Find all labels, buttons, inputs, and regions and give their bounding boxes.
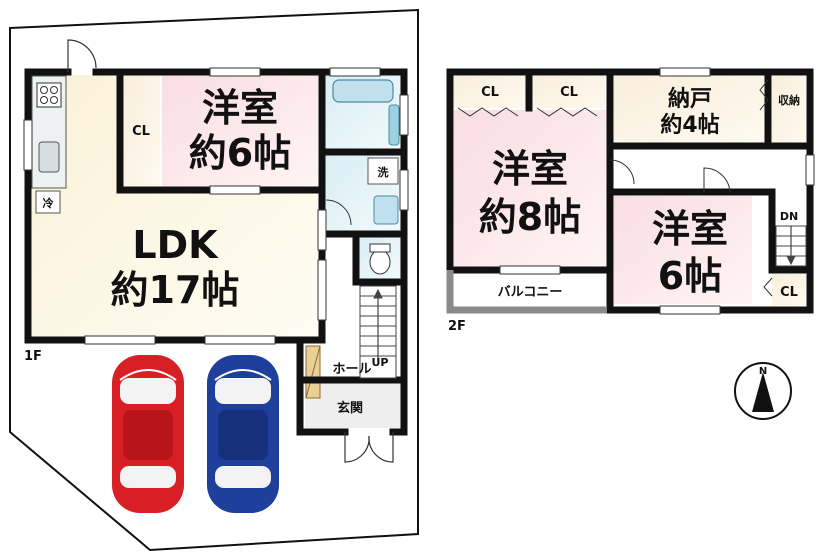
north-arrow-icon bbox=[752, 372, 774, 412]
storage-room bbox=[614, 76, 766, 142]
closet-2f-a-label: CL bbox=[481, 85, 499, 100]
fridge-label: 冷 bbox=[43, 196, 54, 210]
balcony-floor bbox=[450, 272, 606, 310]
entrance-label: 玄関 bbox=[337, 400, 363, 416]
floor2-label: 2F bbox=[448, 319, 466, 334]
western-room-1f bbox=[162, 75, 318, 187]
closet-2f-b bbox=[533, 76, 605, 108]
closet-1f bbox=[124, 75, 160, 187]
closet-1f-label: CL bbox=[132, 124, 150, 139]
ldk-name: LDK bbox=[132, 223, 219, 267]
room8-name: 洋室 bbox=[492, 147, 568, 191]
western-room-8 bbox=[454, 110, 607, 267]
stairs-down-label: DN bbox=[780, 210, 798, 223]
sink-icon bbox=[38, 141, 60, 173]
western-room-6-2f bbox=[614, 196, 752, 304]
balcony-label: バルコニー bbox=[498, 285, 563, 300]
closet-2f-c-label: CL bbox=[780, 285, 798, 300]
room8-size: 約8帖 bbox=[479, 195, 581, 239]
floor1-plan bbox=[23, 39, 409, 463]
stairs-up-label: UP bbox=[372, 356, 389, 369]
door-room6-icon bbox=[703, 167, 731, 193]
entrance-floor bbox=[305, 380, 402, 428]
labels: LDK 約17帖 洋室 約6帖 CL ホール 玄関 UP 洗 冷 1F 洋室 約… bbox=[24, 85, 800, 416]
walls-2f bbox=[446, 68, 814, 314]
door-room8-icon bbox=[609, 159, 635, 185]
car-blue bbox=[207, 355, 279, 513]
room6-name: 洋室 bbox=[652, 207, 728, 251]
fridge-icon bbox=[35, 190, 61, 214]
front-door-icon bbox=[344, 432, 394, 463]
balcony-rail bbox=[446, 270, 606, 314]
ldk-size: 約17帖 bbox=[111, 268, 240, 312]
north-label: N bbox=[759, 366, 767, 377]
car-red bbox=[112, 355, 184, 513]
storage-closet-label: 収納 bbox=[778, 93, 800, 107]
stove-icon bbox=[36, 82, 62, 108]
hall-label: ホール bbox=[332, 362, 371, 377]
windows-2f bbox=[499, 67, 815, 315]
closet-2f-a bbox=[454, 76, 526, 108]
storage-closet bbox=[772, 76, 806, 142]
bathtub-icon bbox=[332, 79, 394, 103]
back-door-icon bbox=[67, 39, 97, 72]
closet-2f-b-label: CL bbox=[560, 85, 578, 100]
storage-name: 納戸 bbox=[668, 86, 712, 112]
windows-1f bbox=[23, 67, 409, 345]
closet-doors-2f bbox=[457, 79, 773, 297]
floor1-label: 1F bbox=[24, 349, 42, 364]
closet-2f-c bbox=[772, 274, 806, 306]
stairs-2f bbox=[775, 225, 807, 267]
storage-size: 約4帖 bbox=[660, 112, 719, 138]
room1f-size: 約6帖 bbox=[189, 131, 291, 175]
north-compass: N bbox=[734, 362, 792, 420]
floor2-plan bbox=[446, 67, 815, 315]
room1f-name: 洋室 bbox=[202, 86, 278, 130]
washer-label: 洗 bbox=[378, 165, 389, 179]
vanity-icon bbox=[373, 195, 399, 225]
toilet-icon bbox=[369, 249, 391, 275]
ldk-area bbox=[32, 75, 318, 338]
room6-size: 6帖 bbox=[658, 254, 722, 298]
washer-icon bbox=[367, 157, 399, 185]
stairs-1f bbox=[359, 285, 397, 379]
